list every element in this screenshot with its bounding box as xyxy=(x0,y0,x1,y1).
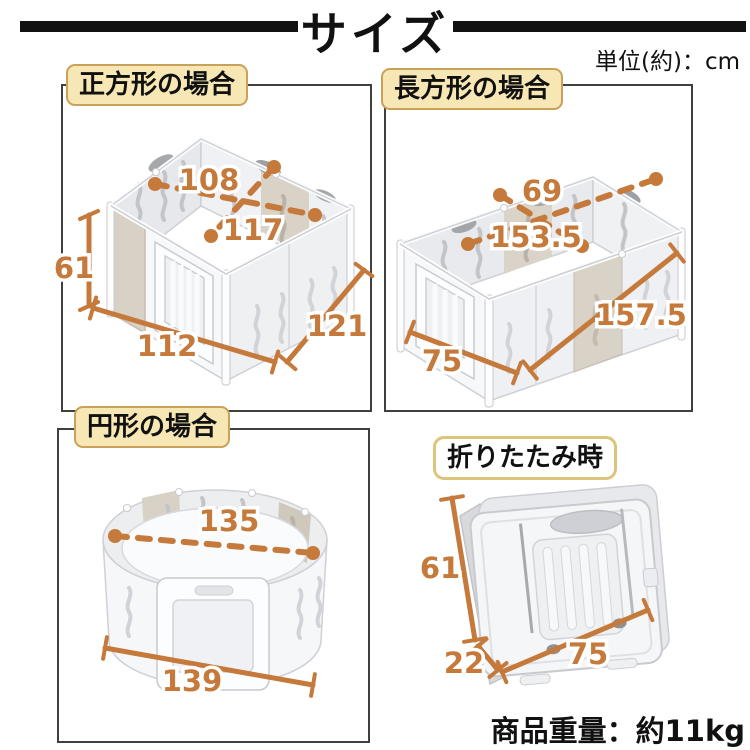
dim-width: 75 xyxy=(568,637,608,671)
dim-inner-width: 69 xyxy=(522,174,562,208)
circle-pen xyxy=(102,488,328,691)
dim-outer-width: 139 xyxy=(162,664,223,698)
panel-circle-label: 円形の場合 xyxy=(74,406,231,448)
dim-side-length: 157.5 xyxy=(595,298,687,332)
dim-front-width: 75 xyxy=(422,344,462,378)
folded-pen-dimensions: 61 22 75 xyxy=(416,494,655,685)
panel-rectangle-label: 長方形の場合 xyxy=(381,68,564,110)
rectangle-pen-illustration: 69 153.5 75 157.5 xyxy=(396,171,690,408)
folded-pen-illustration: 61 22 75 xyxy=(416,484,670,686)
circle-pen-dimensions: 135 139 xyxy=(101,501,320,702)
weight-note: 商品重量：約11kg xyxy=(490,714,745,748)
square-pen-dimensions: 108 117 61 112 121 xyxy=(50,160,375,375)
page-title: サイズ xyxy=(300,7,450,61)
panel-folded-label: 折りたたみ時 xyxy=(433,436,618,480)
square-pen-illustration: 108 117 61 112 121 xyxy=(50,136,375,386)
unit-note: 単位(約)：cm xyxy=(595,49,740,75)
dim-height: 61 xyxy=(420,551,460,585)
dim-inner-width: 108 xyxy=(179,163,240,197)
dim-height: 61 xyxy=(54,251,94,285)
panel-square-label: 正方形の場合 xyxy=(66,64,249,106)
dim-front-width: 112 xyxy=(137,329,198,363)
title-rule-left xyxy=(20,21,298,32)
rectangle-pen-dimensions: 69 153.5 75 157.5 xyxy=(404,171,690,386)
folded-front-panel xyxy=(469,498,663,686)
dim-inner-diameter: 135 xyxy=(199,504,260,538)
dim-inner-length: 153.5 xyxy=(490,220,582,254)
title-rule-right xyxy=(453,21,746,32)
circle-pen-illustration: 135 139 xyxy=(101,488,328,702)
dim-depth: 22 xyxy=(444,646,484,680)
folded-pen xyxy=(459,484,670,686)
dim-inner-diagonal: 117 xyxy=(223,213,284,247)
dim-side-depth: 121 xyxy=(307,309,368,343)
